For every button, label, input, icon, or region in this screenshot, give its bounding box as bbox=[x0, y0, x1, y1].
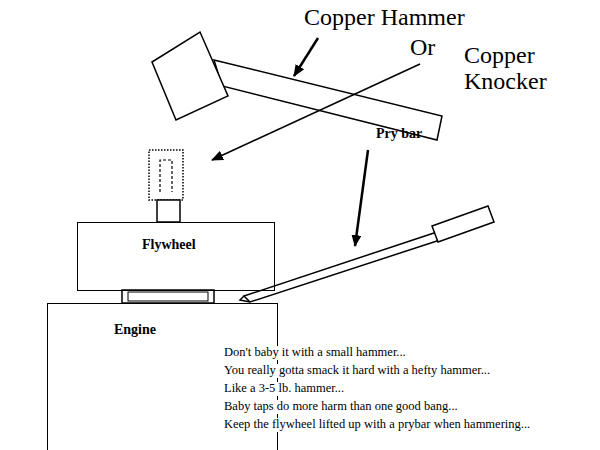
note-line: Don't baby it with a small hammer... bbox=[222, 346, 408, 360]
pointer-arrow bbox=[355, 150, 368, 246]
hammer-head bbox=[152, 32, 228, 120]
pry-bar-tip bbox=[240, 296, 250, 302]
note-line: Keep the flywheel lifted up with a pryba… bbox=[222, 418, 532, 432]
pointer-arrow bbox=[212, 64, 420, 160]
crankshaft-hub bbox=[122, 290, 214, 303]
knocker-bore bbox=[160, 160, 172, 192]
node-label: Flywheel bbox=[142, 237, 196, 253]
pry-bar bbox=[244, 232, 440, 302]
part-label: Or bbox=[410, 34, 435, 60]
copper-knocker bbox=[149, 150, 183, 200]
note-line: You really gotta smack it hard with a he… bbox=[222, 364, 492, 378]
part-label: Copper Knocker bbox=[464, 42, 576, 95]
part-label: Pry bar bbox=[376, 126, 422, 141]
note-line: Like a 3-5 lb. hammer... bbox=[222, 382, 346, 396]
part-label: Copper Hammer bbox=[304, 4, 465, 30]
flywheel-box: Flywheel bbox=[77, 222, 275, 291]
pointer-arrow bbox=[294, 38, 318, 76]
knocker-shaft bbox=[157, 200, 180, 222]
crankshaft-hub bbox=[128, 292, 208, 301]
node-label: Engine bbox=[114, 322, 156, 338]
note-line: Baby taps do more harm than one good ban… bbox=[222, 400, 460, 414]
pry-bar-handle bbox=[432, 206, 494, 242]
